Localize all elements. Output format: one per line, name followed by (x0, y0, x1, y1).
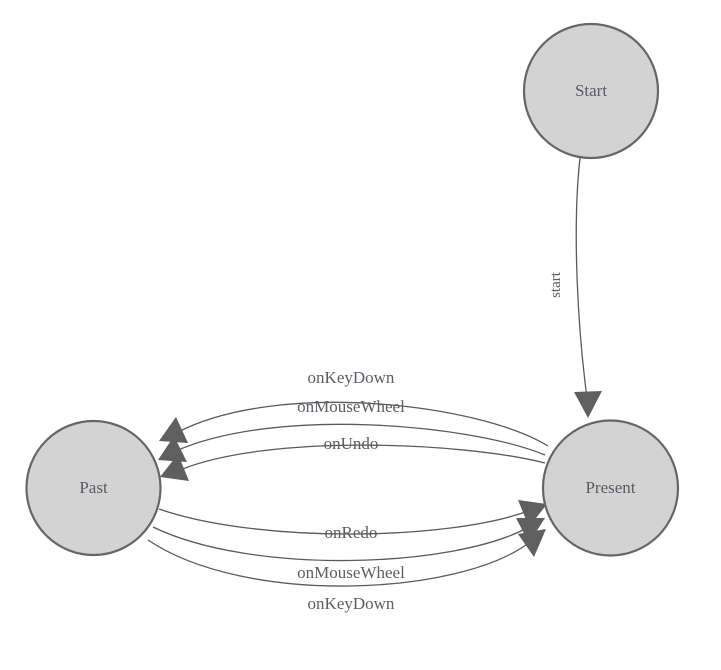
edge-present-past-keydown[interactable]: onKeyDown (159, 368, 549, 447)
node-start[interactable]: Start (522, 22, 660, 160)
node-present[interactable]: Present (541, 419, 680, 557)
edge-present-past-mousewheel-arrowhead (158, 436, 187, 462)
edge-present-past-keydown-path (177, 401, 549, 447)
edge-start[interactable]: start (548, 157, 602, 418)
node-present-circle (541, 419, 680, 557)
edge-present-past-undo-path (179, 444, 546, 471)
edge-past-present-mousewheel[interactable]: onMouseWheel (152, 518, 545, 582)
edge-past-present-redo-label: onRedo (325, 523, 378, 542)
edge-present-past-keydown-label: onKeyDown (308, 368, 395, 387)
edge-past-present-mousewheel-path (152, 526, 528, 562)
edge-past-present-redo-arrowhead (518, 500, 547, 527)
edge-past-present-mousewheel-label: onMouseWheel (297, 563, 405, 582)
edge-present-past-undo-label: onUndo (324, 434, 379, 453)
node-start-circle (522, 22, 660, 160)
node-present-label: Present (585, 478, 635, 497)
node-start-label: Start (575, 81, 607, 100)
node-past-label: Past (79, 478, 108, 497)
edge-present-past-mousewheel-path (175, 423, 546, 456)
edge-present-past-mousewheel-label: onMouseWheel (297, 397, 405, 416)
edge-past-present-keydown[interactable]: onKeyDown (147, 529, 546, 613)
edge-past-present-mousewheel-arrowhead (516, 518, 545, 543)
edge-past-present-redo-path (158, 508, 529, 535)
edge-past-present-keydown-arrowhead (518, 529, 546, 557)
edge-present-past-undo[interactable]: onUndo (160, 434, 546, 481)
edge-present-past-keydown-arrowhead (159, 417, 188, 443)
node-past[interactable]: Past (25, 419, 162, 557)
edge-past-present-keydown-label: onKeyDown (308, 594, 395, 613)
edge-start-label: start (548, 271, 564, 298)
edge-past-present-redo[interactable]: onRedo (158, 500, 547, 542)
edge-present-past-mousewheel[interactable]: onMouseWheel (158, 397, 546, 462)
edge-present-past-undo-arrowhead (160, 454, 189, 481)
edge-start-path (575, 157, 588, 399)
edge-past-present-keydown-path (147, 539, 531, 587)
node-past-circle (25, 419, 162, 557)
edge-start-arrowhead (574, 391, 602, 418)
